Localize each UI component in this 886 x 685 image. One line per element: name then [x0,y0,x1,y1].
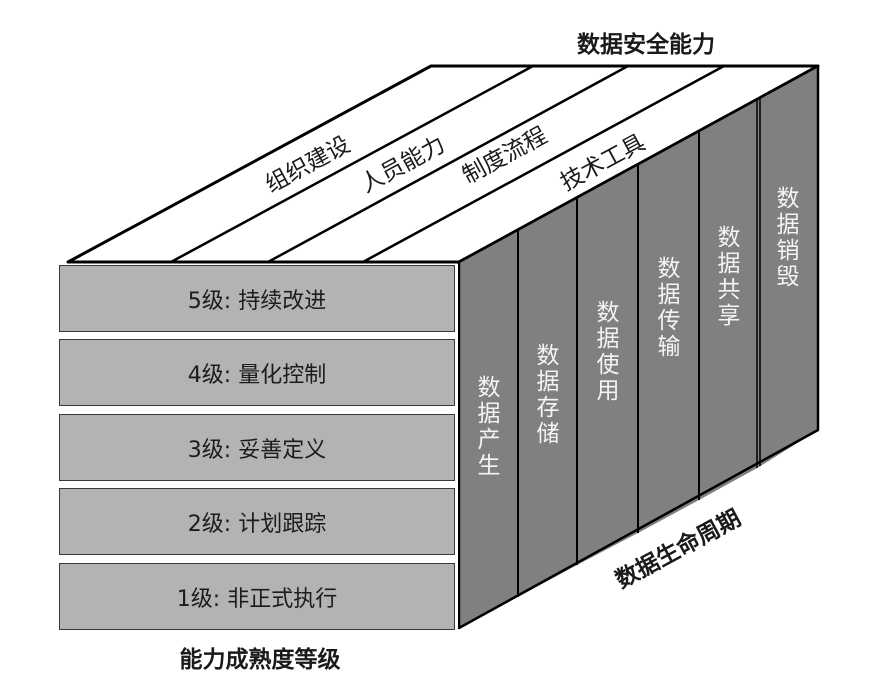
maturity-level-label: 5级: 持续改进 [187,288,327,314]
maturity-level-label: 3级: 妥善定义 [187,437,327,463]
maturity-level-1: 1级: 非正式执行 [59,563,455,630]
side-column-3 [577,165,638,565]
maturity-level-5: 5级: 持续改进 [59,265,455,332]
maturity-level-label: 1级: 非正式执行 [176,586,338,612]
lifecycle-phase-destruction: 数据销毁 [776,186,800,290]
side-column-6 [759,66,818,467]
lifecycle-phase-usage: 数据使用 [596,300,620,404]
side-column-1 [459,230,518,628]
top-divider-3 [362,64,725,264]
top-divider-1 [170,64,534,264]
lifecycle-phase-sharing: 数据共享 [717,225,741,329]
side-column-2 [518,198,577,597]
security-capability-title: 数据安全能力 [577,32,715,58]
lifecycle-phase-generation: 数据产生 [477,375,501,479]
side-face-outline [457,64,820,630]
maturity-level-3: 3级: 妥善定义 [59,414,455,481]
side-column-4 [638,132,699,533]
lifecycle-phase-storage: 数据存储 [536,343,560,447]
lifecycle-phase-transmission: 数据传输 [657,256,681,360]
maturity-level-title: 能力成熟度等级 [179,647,341,673]
maturity-level-label: 2级: 计划跟踪 [187,511,327,537]
maturity-level-4: 4级: 量化控制 [59,339,455,406]
maturity-level-label: 4级: 量化控制 [187,362,327,388]
side-column-5 [699,99,759,500]
top-divider-2 [267,64,629,264]
maturity-level-2: 2级: 计划跟踪 [59,488,455,555]
